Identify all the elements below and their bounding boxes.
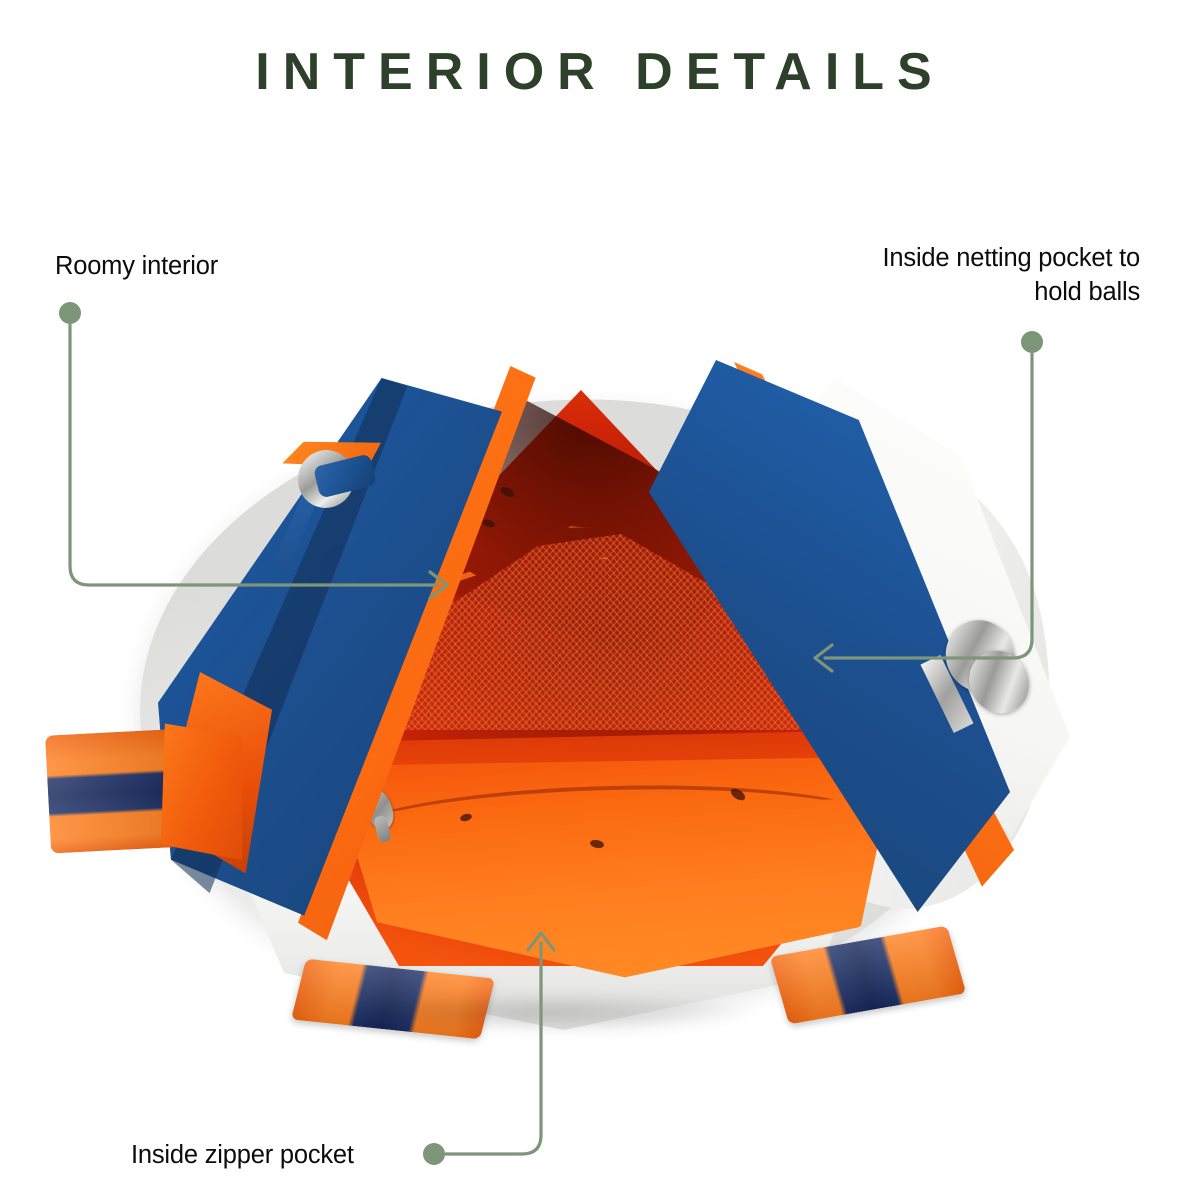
callout-label-zipper-pocket: Inside zipper pocket xyxy=(131,1141,354,1169)
sports-bag-image xyxy=(30,320,1096,1060)
callout-label-roomy-interior: Roomy interior xyxy=(55,252,218,280)
strap-fold-left xyxy=(148,716,255,875)
drop-shadow xyxy=(260,984,840,1040)
callout-label-netting-pocket-line-2: hold balls xyxy=(1034,277,1140,306)
callout-label-netting-pocket-line-1: Inside netting pocket to xyxy=(882,244,1141,272)
callout-label-netting-pocket: Inside netting pocket to hold balls xyxy=(810,242,1141,309)
connector-dot-zipper-pocket xyxy=(423,1143,445,1165)
page-title: INTERIOR DETAILS xyxy=(255,43,945,101)
product-photo xyxy=(30,320,1096,1060)
